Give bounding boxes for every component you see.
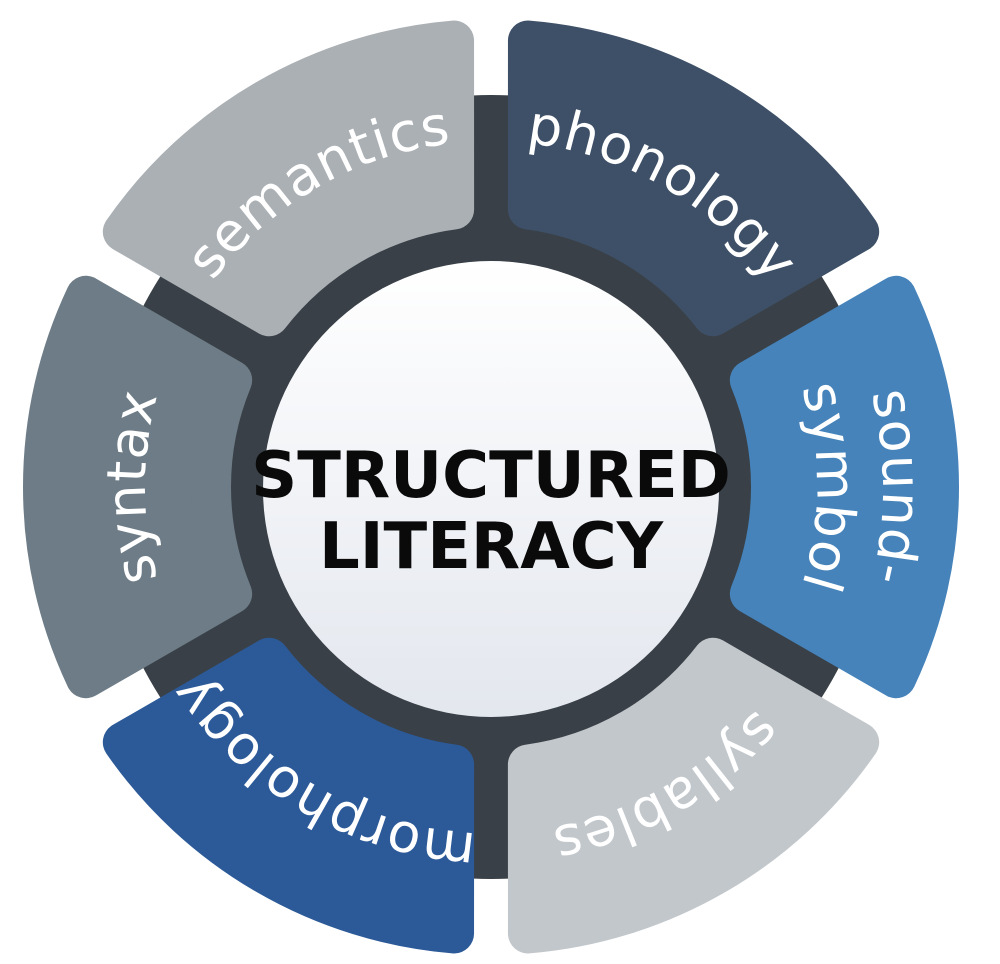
segment-label-sound-symbol: sound-: [859, 383, 933, 592]
segment-semantics: [102, 20, 475, 337]
segment-phonology: [507, 20, 880, 337]
segment-syntax: [23, 275, 253, 699]
segment-syllables: [507, 637, 880, 954]
center-title-line1: STRUCTURED: [251, 439, 731, 513]
segment-sound-symbol: [729, 275, 959, 699]
center-circle: [263, 261, 719, 717]
segment-morphology: [102, 637, 475, 954]
segment-label-text: sound-: [859, 383, 932, 592]
center-title-line2: LITERACY: [319, 510, 664, 584]
